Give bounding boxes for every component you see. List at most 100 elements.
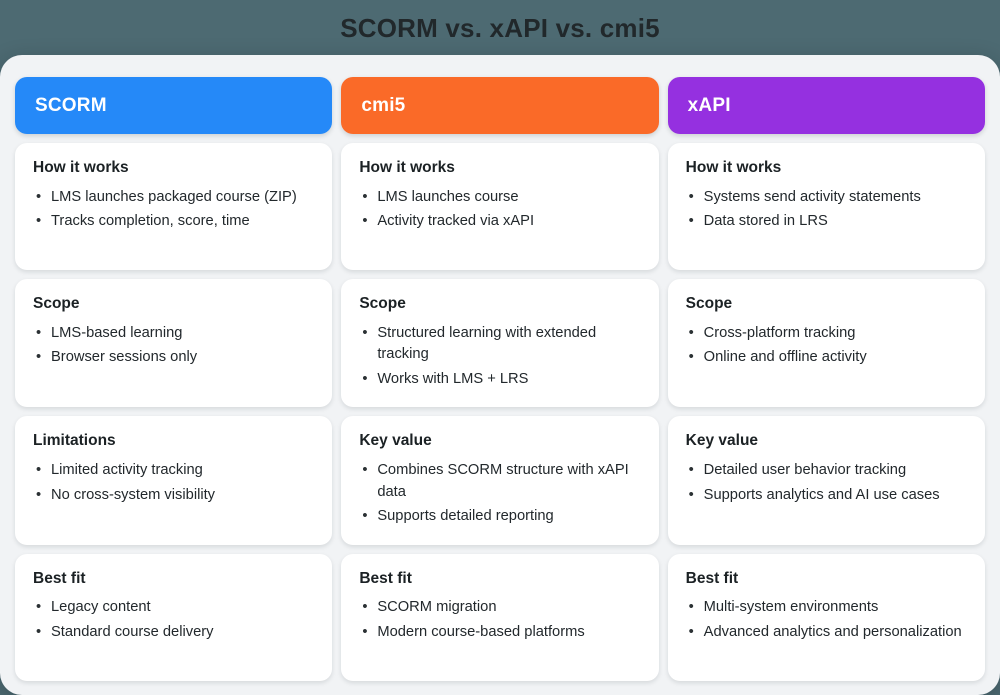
comparison-card: Scope • Cross-platform tracking • Online and… xyxy=(667,279,985,408)
card-title: How it works xyxy=(685,159,782,176)
card-title: Scope xyxy=(685,295,733,312)
card-bullet-list: • Legacy content • Standard course delivery xyxy=(33,597,314,643)
card-title: Best fit xyxy=(33,569,86,587)
column-header-label: xAPI xyxy=(687,94,731,116)
list-item: • Advanced analytics and personalization xyxy=(686,622,967,644)
list-item-text: Detailed user behavior tracking xyxy=(703,462,907,479)
list-item-text: Works with LMS + LRS xyxy=(377,370,529,387)
column-header-label: cmi5 xyxy=(361,94,406,116)
list-item: • LMS launches course xyxy=(359,187,640,209)
card-title: Limitations xyxy=(33,432,116,450)
card-title: How it works xyxy=(359,159,455,176)
bullet-icon: • xyxy=(362,324,368,341)
card-bullet-list: • LMS launches course •Activity tracked vi… xyxy=(359,187,640,233)
bullet-icon: • xyxy=(688,188,694,205)
column-header-xapi[interactable]: xAPI xyxy=(667,77,985,134)
bullet-icon: • xyxy=(36,213,42,230)
list-item: • Online and offline activity xyxy=(686,347,967,369)
list-item-text: Cross-platform tracking xyxy=(703,324,856,341)
list-item: • Supports detailed reporting xyxy=(359,506,640,528)
comparison-card: Key value • Combines SCORM structure with … xyxy=(341,416,659,545)
comparison-card: How it works •LMS launches packaged cours… xyxy=(15,143,333,270)
card-title: Key value xyxy=(359,432,432,450)
list-item-text: Tracks completion, score, time xyxy=(51,213,250,230)
column-header-scorm[interactable]: SCORM xyxy=(15,77,333,134)
comparison-card: Best fit •SCORM migration • Modern course-b… xyxy=(341,553,659,681)
bullet-icon: • xyxy=(688,486,694,503)
bullet-icon: • xyxy=(36,324,42,341)
list-item-text: Advanced analytics and personalization xyxy=(703,624,962,641)
card-bullet-list: • LMS-based learning • Browser sessions onl… xyxy=(33,323,314,369)
list-item: • Supports analytics and AI use cases xyxy=(686,485,967,507)
bullet-icon: • xyxy=(362,213,368,230)
bullet-icon: • xyxy=(688,599,694,616)
column-header-label: SCORM xyxy=(35,94,107,116)
list-item: •Data stored in LRS xyxy=(686,211,967,233)
card-bullet-list: • Detailed user behavior tracking • Support… xyxy=(686,460,967,506)
title-bar: SCORM vs. xAPI vs. cmi5 xyxy=(0,0,1000,55)
bullet-icon: • xyxy=(688,624,694,641)
header-row: SCORM cmi5 xAPI xyxy=(15,77,985,134)
card-title: How it works xyxy=(33,159,129,176)
bullet-icon: • xyxy=(362,188,368,205)
comparison-grid: How it works •LMS launches packaged cours… xyxy=(15,143,985,681)
comparison-card: Key value • Detailed user behavior trackin… xyxy=(667,416,985,545)
list-item-text: Modern course-based platforms xyxy=(377,624,585,641)
list-item: • Modern course-based platforms xyxy=(359,622,640,644)
bullet-icon: • xyxy=(36,599,42,616)
page-title: SCORM vs. xAPI vs. cmi5 xyxy=(340,12,660,43)
list-item: • Standard course delivery xyxy=(33,622,314,644)
list-item: •Activity tracked via xAPI xyxy=(359,211,640,233)
list-item-text: Browser sessions only xyxy=(51,349,198,366)
card-title: Scope xyxy=(33,295,80,312)
list-item: •LMS launches packaged course (ZIP) xyxy=(33,187,314,209)
card-title: Scope xyxy=(359,295,406,312)
list-item-text: Combines SCORM structure with xAPI data xyxy=(377,462,629,500)
list-item-text: Supports analytics and AI use cases xyxy=(703,486,940,503)
list-item: •SCORM migration xyxy=(359,597,640,619)
bullet-icon: • xyxy=(36,188,42,205)
list-item: • Browser sessions only xyxy=(33,347,314,369)
card-bullet-list: • Cross-platform tracking • Online and offl… xyxy=(686,323,967,369)
list-item-text: LMS-based learning xyxy=(51,324,183,341)
bullet-icon: • xyxy=(362,508,368,525)
list-item-text: Legacy content xyxy=(51,599,151,616)
list-item: •No cross-system visibility xyxy=(33,485,314,507)
list-item: • LMS-based learning xyxy=(33,323,314,345)
card-bullet-list: •LMS launches packaged course (ZIP)•Trac… xyxy=(33,187,314,233)
card-bullet-list: •Systems send activity statements•Data s… xyxy=(686,187,967,233)
list-item-text: Supports detailed reporting xyxy=(377,508,554,525)
comparison-card: Scope • Structured learning with extended … xyxy=(341,279,659,408)
card-bullet-list: • Multi-system environments • Advanced anal… xyxy=(686,597,967,643)
bullet-icon: • xyxy=(688,349,694,366)
list-item: • Works with LMS + LRS xyxy=(359,369,640,391)
list-item: •Limited activity tracking xyxy=(33,460,314,482)
comparison-card: Scope • LMS-based learning • Browser session… xyxy=(15,279,333,408)
card-title: Best fit xyxy=(359,569,412,587)
comparison-card: How it works • LMS launches course •Activit… xyxy=(341,143,659,270)
list-item-text: Structured learning with extended tracki… xyxy=(377,324,597,363)
bullet-icon: • xyxy=(36,486,42,503)
bullet-icon: • xyxy=(36,624,42,641)
card-title: Best fit xyxy=(685,569,739,587)
list-item-text: Standard course delivery xyxy=(51,624,214,641)
bullet-icon: • xyxy=(36,349,42,366)
bullet-icon: • xyxy=(362,624,368,641)
bullet-icon: • xyxy=(362,370,368,387)
list-item-text: Online and offline activity xyxy=(703,349,867,366)
list-item: • Multi-system environments xyxy=(686,597,967,619)
list-item: • Tracks completion, score, time xyxy=(33,211,314,233)
bullet-icon: • xyxy=(688,462,694,479)
bullet-icon: • xyxy=(688,324,694,341)
list-item-text: Multi-system environments xyxy=(703,599,879,616)
list-item-text: LMS launches course xyxy=(377,188,519,205)
comparison-card: How it works •Systems send activity state… xyxy=(667,143,985,270)
list-item-text: SCORM migration xyxy=(377,599,497,616)
card-bullet-list: •SCORM migration • Modern course-based pla… xyxy=(359,597,640,643)
column-header-cmi5[interactable]: cmi5 xyxy=(341,77,659,134)
comparison-panel: SCORM cmi5 xAPI How it works•LMS launche… xyxy=(0,55,1000,695)
list-item: •Systems send activity statements xyxy=(686,187,967,209)
card-title: Key value xyxy=(685,432,759,450)
list-item: • Cross-platform tracking xyxy=(686,323,967,345)
